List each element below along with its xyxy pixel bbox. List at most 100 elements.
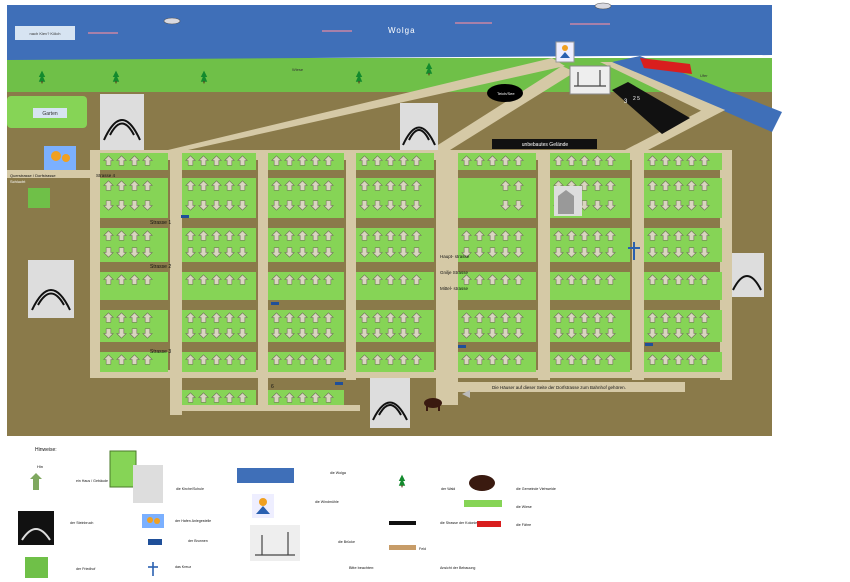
cross-street-label: Querstrasse / Dorfstrasse [10, 173, 56, 178]
street-2-label: Strasse 2 [150, 264, 171, 270]
legend-river-label: die Wolga [330, 471, 346, 475]
legend-black-icon [389, 521, 416, 525]
river-name: Wolga [388, 26, 416, 35]
river-marker: 2 5 [633, 96, 640, 102]
house-block [644, 153, 722, 170]
house-block [268, 272, 344, 300]
legend-meadow-label: die Wiese [516, 505, 532, 509]
river-arm [612, 56, 782, 132]
legend-red-icon [477, 521, 501, 527]
well-icon [181, 215, 653, 385]
road-to-water [600, 62, 725, 116]
legend-well-label: der Brunnen [188, 539, 208, 543]
legend-tree-icon [398, 474, 406, 488]
house-block [644, 310, 722, 342]
river [7, 5, 772, 60]
house-block [356, 153, 434, 170]
house-block [550, 352, 630, 372]
legend-arrow-caption: Hin [37, 464, 43, 469]
house-block [356, 178, 434, 218]
house-block [550, 228, 630, 262]
house-block [644, 178, 722, 218]
house-block [458, 153, 536, 170]
legend-house-label: ein Haus / Gebäude [76, 479, 108, 483]
legend: Hinweise: Hin ein Haus / Gebäude die Kir… [18, 447, 556, 578]
legend-hill-label: der Steinbruch [70, 521, 93, 525]
house-block [458, 178, 536, 218]
side-street-label: Schlucht [10, 179, 26, 184]
legend-footer-right: Ansicht der Bebauung [440, 566, 475, 570]
house-block [644, 352, 722, 372]
legend-meadow-icon [464, 500, 502, 507]
pond-label: Teich/See [497, 91, 515, 96]
ferry [640, 58, 692, 74]
legend-title: Hinweise: [35, 447, 57, 453]
house-block [356, 272, 434, 300]
legend-mill-label: die Windmühle [315, 500, 339, 504]
number-3: 3 [624, 99, 628, 105]
legend-cow-label: die Gemeinde Viehweide [516, 487, 556, 491]
legend-brown-icon [389, 545, 416, 550]
boat-icon [594, 2, 612, 10]
street-1-label: Strasse 1 [150, 220, 171, 226]
unknown-area-label: unbebautes Gelände [522, 142, 569, 148]
house-block [356, 310, 434, 342]
legend-green-icon [25, 557, 48, 578]
legend-cross-label: das Kreuz [175, 565, 191, 569]
legend-sunflower-label: der Hafen Anlegestelle [175, 519, 211, 523]
house-block [458, 272, 536, 300]
road-diagonal-left [168, 58, 565, 150]
cow-icon [424, 398, 442, 411]
road-diagonal-mid [430, 66, 575, 150]
street-3-label: Strasse 3 [150, 349, 171, 355]
house-block [182, 272, 256, 300]
house-block [550, 272, 630, 300]
upper-street-label: Gnilje Strasse [440, 270, 469, 275]
number-6: 6 [271, 384, 274, 390]
legend-river-icon [237, 468, 294, 483]
house-block [458, 228, 536, 262]
garden-label: Garten [42, 111, 58, 117]
legend-footer-left: Bitte beachten: [349, 566, 374, 570]
house-block [550, 153, 630, 170]
legend-well-icon [148, 539, 162, 545]
direction-box [15, 26, 75, 40]
meadow-label: Wiese [292, 67, 304, 72]
church-picture [554, 186, 582, 216]
mill-icon [555, 41, 575, 63]
house-block [644, 272, 722, 300]
legend-red-label: die Fähre [516, 523, 531, 527]
legend-cross-icon [148, 562, 158, 576]
house-block [458, 310, 536, 342]
shore-label: Ufer [700, 73, 708, 78]
legend-house-icon [30, 473, 42, 490]
house-block [268, 153, 344, 170]
legend-school-picture [109, 450, 137, 488]
legend-cow-icon [469, 475, 495, 491]
house-block [644, 228, 722, 262]
legend-green-label: der Friedhof [76, 567, 95, 571]
cross-icon [628, 242, 640, 260]
green-marker [28, 188, 50, 208]
house-block [458, 352, 536, 372]
legend-tree-label: der Wald [441, 487, 455, 491]
legend-school-label: die Kirche/Schule [176, 487, 204, 491]
house-block [268, 228, 344, 262]
legend-bridge-label: die Brücke [338, 540, 355, 544]
legend-sunflower-picture [142, 514, 164, 528]
street-4-label: Strasse 4 [96, 173, 116, 178]
mid-street-label: Mittel- strasse [440, 286, 469, 291]
road-diagonal-right [625, 105, 725, 150]
legend-mill-icon [252, 494, 274, 518]
bridge-picture [569, 65, 611, 95]
note-bottom: Die Häuser auf dieser Seite der Dorfstra… [492, 385, 626, 390]
direction-box-label: nach Kiev? Kölch [30, 31, 61, 36]
road-left-horizontal [7, 170, 97, 178]
legend-black-label: die Strasse der Kolonie [440, 521, 477, 525]
black-road [612, 82, 690, 134]
pond [487, 84, 523, 102]
arrow-left-icon [462, 390, 470, 398]
house-block [268, 352, 344, 372]
house-block [356, 228, 434, 262]
